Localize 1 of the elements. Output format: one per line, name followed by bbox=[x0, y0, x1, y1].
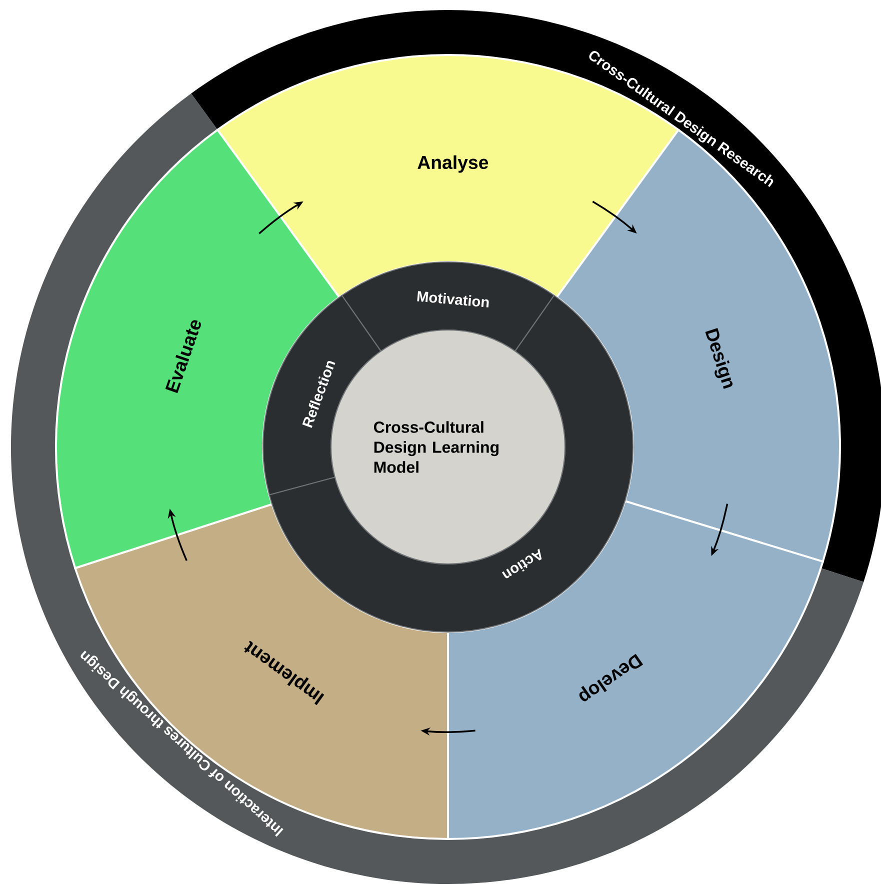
inner-ring-segment: Motivation bbox=[341, 261, 555, 352]
